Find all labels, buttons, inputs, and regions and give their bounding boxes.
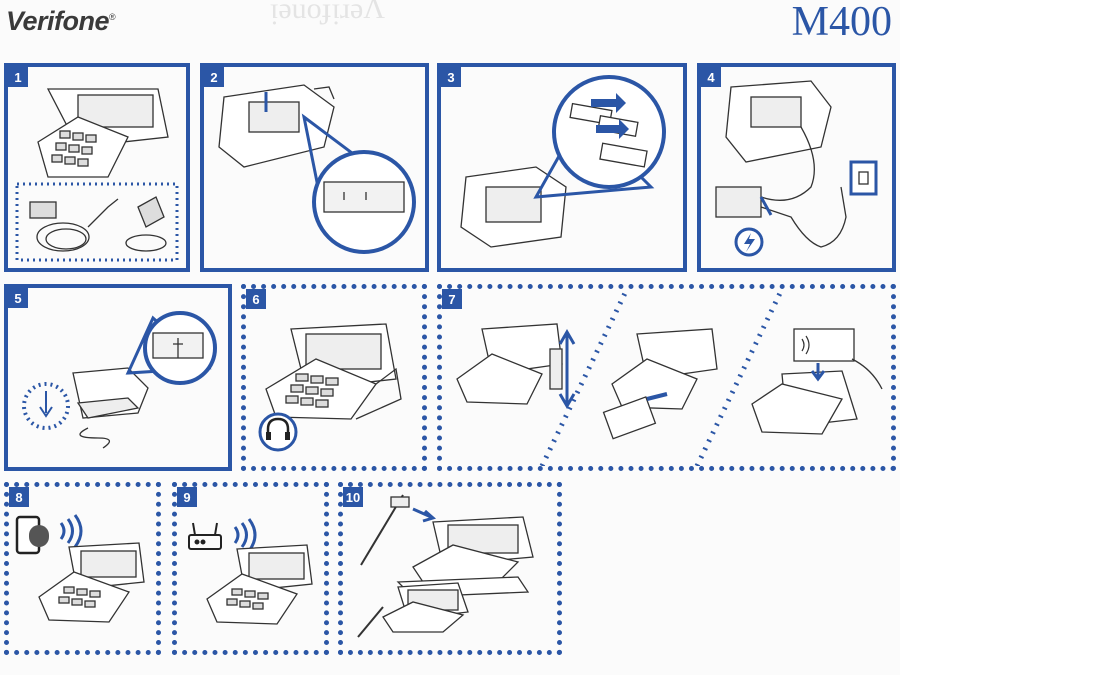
headphone-jack-illustration [258, 323, 402, 452]
stylus-and-mount-illustration [357, 494, 534, 638]
step-10-panel: 10 [338, 482, 562, 655]
step-number: 1 [8, 67, 28, 87]
blank-margin [900, 0, 1095, 675]
step-number: 3 [441, 67, 461, 87]
card-payment-methods-illustration [456, 289, 883, 466]
step-8-panel: 8 [4, 482, 161, 655]
cable-routing-illustration [22, 311, 217, 449]
bluetooth-pairing-illustration [15, 514, 145, 623]
step-number: 8 [9, 487, 29, 507]
router-icon [188, 522, 222, 550]
step-1-panel: 1 [4, 63, 190, 272]
step-2-panel: 2 [200, 63, 429, 272]
step-9-panel: 9 [172, 482, 329, 655]
step-4-panel: 4 [697, 63, 896, 272]
power-connection-illustration [715, 80, 878, 257]
step-number: 2 [204, 67, 224, 87]
model-title: M400 [791, 0, 892, 45]
step-number: 9 [177, 487, 197, 507]
step-number: 10 [343, 487, 363, 507]
quick-install-sheet: ᴉǝuoɟᴉɹǝΛ Verifone® M400 1 [4, 0, 896, 655]
wifi-router-illustration [188, 518, 313, 625]
card-slot-illustration [460, 75, 666, 248]
terminal-and-accessories-illustration [15, 88, 179, 262]
step-3-panel: 3 [437, 63, 687, 272]
bluetooth-phone-icon [29, 525, 49, 547]
bottom-cover-illustration [218, 84, 416, 254]
step-5-panel: 5 [4, 284, 232, 471]
brand-logo: Verifone® [6, 6, 116, 36]
step-7-panel: 7 [437, 284, 896, 471]
wifi-icon [59, 514, 83, 548]
step-number: 5 [8, 288, 28, 308]
step-6-panel: 6 [241, 284, 427, 471]
contactless-icon [801, 335, 810, 355]
step-number: 7 [442, 289, 462, 309]
bleed-through-text: ᴉǝuoɟᴉɹǝΛ [270, 0, 386, 25]
step-number: 4 [701, 67, 721, 87]
step-number: 6 [246, 289, 266, 309]
